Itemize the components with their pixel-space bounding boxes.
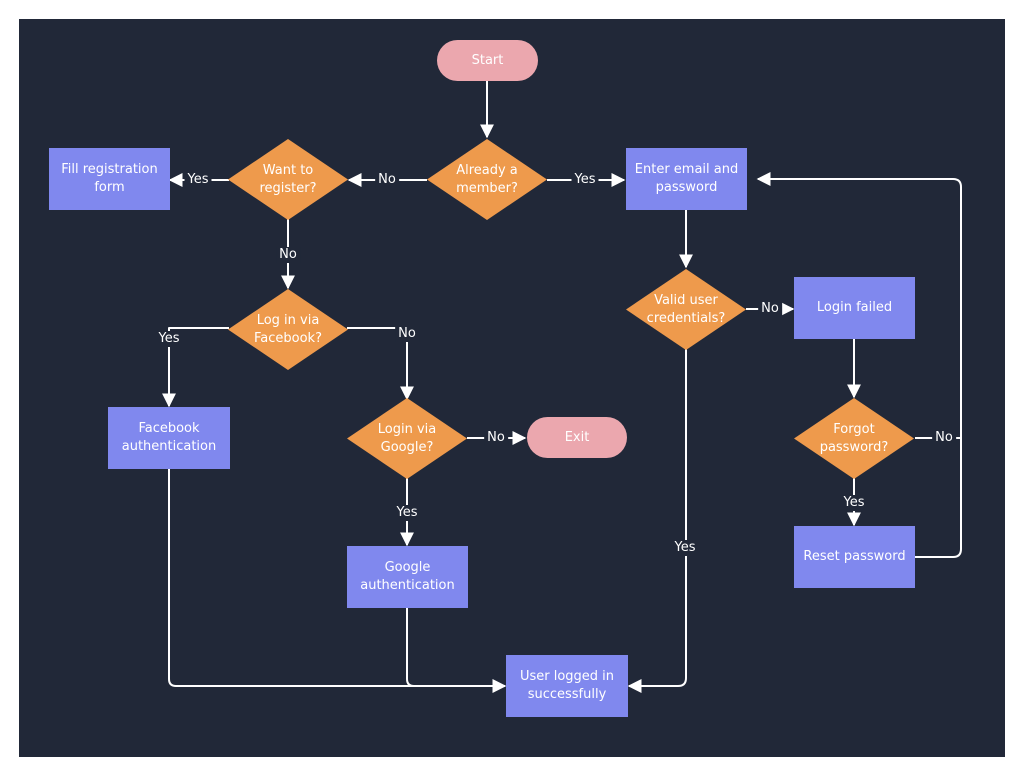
- edge-reset-to-email: [915, 438, 962, 558]
- edge-label-google-yes: Yes: [393, 505, 421, 521]
- exit-label: Exit: [564, 429, 590, 445]
- decision-diamond: [228, 289, 348, 370]
- process-enter-email: Enter email and password: [626, 148, 747, 210]
- edge-label-member-yes: Yes: [571, 172, 599, 188]
- process-facebook-auth: Facebook authentication: [108, 407, 230, 469]
- start-label: Start: [471, 52, 504, 68]
- edge-label-register-no: No: [276, 247, 300, 263]
- decision-already-member: Already a member?: [427, 139, 547, 220]
- decision-log-in-facebook: Log in via Facebook?: [228, 289, 348, 370]
- enter-email-label: Enter email and password: [634, 162, 739, 195]
- decision-diamond: [427, 139, 547, 220]
- edge-google-auth-to-logged-in: [406, 608, 505, 687]
- edge-facebook-yes: [162, 327, 229, 408]
- process-fill-registration: Fill registration form: [49, 148, 170, 210]
- google-auth-label: Google authentication: [360, 560, 455, 593]
- edge-label-credentials-yes: Yes: [671, 540, 699, 556]
- facebook-auth-label: Facebook authentication: [121, 421, 217, 454]
- flowchart-canvas: Start Exit Already a member? Want to reg…: [19, 19, 1005, 757]
- login-google-label: Login via Google?: [377, 421, 437, 455]
- process-google-auth: Google authentication: [347, 546, 468, 608]
- edge-label-facebook-yes: Yes: [155, 331, 183, 347]
- process-reset-password: Reset password: [794, 526, 915, 588]
- edge-credentials-yes: [627, 349, 687, 693]
- fill-registration-label: Fill registration form: [61, 162, 158, 195]
- edge-forgot-no: [756, 172, 962, 439]
- want-register-label: Want to register?: [259, 162, 317, 196]
- logged-in-label: User logged in successfully: [519, 669, 615, 702]
- reset-password-label: Reset password: [803, 549, 906, 564]
- exit-node: Exit: [527, 417, 627, 458]
- decision-diamond: [347, 398, 467, 479]
- decision-diamond: [794, 398, 914, 479]
- edge-label-member-no: No: [375, 172, 399, 188]
- edge-facebook-auth-to-logged-in: [168, 469, 507, 693]
- already-member-label: Already a member?: [456, 162, 518, 196]
- decision-diamond: [626, 269, 746, 350]
- decision-forgot-password: Forgot password?: [794, 398, 914, 479]
- process-login-failed: Login failed: [794, 277, 915, 339]
- edge-label-credentials-no: No: [758, 301, 782, 317]
- edge-label-google-no: No: [484, 430, 508, 446]
- edge-label-register-yes: Yes: [184, 172, 212, 188]
- start-node: Start: [437, 40, 538, 81]
- decision-diamond: [228, 139, 348, 220]
- decision-valid-credentials: Valid user credentials?: [626, 269, 746, 350]
- edge-label-facebook-no: No: [395, 326, 419, 342]
- valid-credentials-label: Valid user credentials?: [646, 292, 726, 326]
- connectors-layer: [162, 81, 962, 693]
- process-logged-in: User logged in successfully: [506, 655, 628, 717]
- log-in-facebook-label: Log in via Facebook?: [254, 312, 322, 346]
- decision-login-google: Login via Google?: [347, 398, 467, 479]
- forgot-password-label: Forgot password?: [819, 421, 889, 455]
- login-failed-label: Login failed: [816, 300, 893, 315]
- decision-want-register: Want to register?: [228, 139, 348, 220]
- edge-label-forgot-yes: Yes: [840, 495, 868, 511]
- edge-label-forgot-no: No: [932, 430, 956, 446]
